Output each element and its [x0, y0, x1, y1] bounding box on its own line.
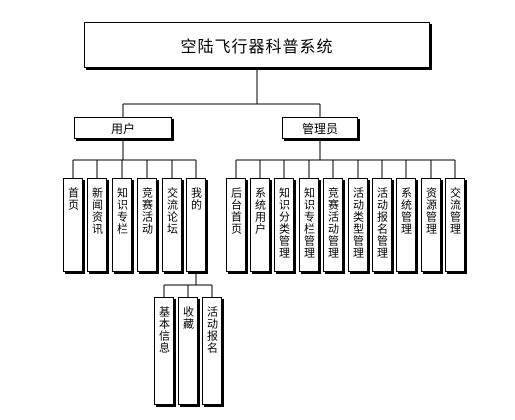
- mine-item-favorites: 收藏: [178, 297, 198, 405]
- admin-item-label: 系统用户: [253, 187, 267, 235]
- root-node-label: 空陆飞行器科普系统: [180, 37, 334, 56]
- admin-item-label: 活动报名管理: [375, 187, 389, 259]
- admin-item-resources: 资源管理: [421, 178, 441, 272]
- admin-item-dashboard: 后台首页: [226, 178, 246, 272]
- user-item-news: 新闻资讯: [87, 178, 107, 272]
- root-node: 空陆飞行器科普系统: [84, 22, 430, 68]
- admin-node: 管理员: [282, 117, 358, 139]
- admin-item-label: 系统管理: [399, 187, 413, 235]
- admin-item-knowledge-column: 知识专栏管理: [299, 178, 319, 272]
- user-node-label: 用户: [110, 121, 135, 136]
- user-item-label: 竞赛活动: [140, 187, 154, 235]
- admin-item-label: 知识专栏管理: [302, 187, 316, 259]
- admin-item-label: 后台首页: [229, 187, 243, 235]
- mine-item-activity-signup: 活动报名: [202, 297, 222, 405]
- mine-item-label: 基本信息: [157, 306, 171, 354]
- user-item-forum: 交流论坛: [162, 178, 182, 272]
- admin-item-activity-type: 活动类型管理: [348, 178, 368, 272]
- user-item-mine: 我的: [186, 178, 206, 272]
- admin-item-competition: 竞赛活动管理: [323, 178, 343, 272]
- user-item-label: 交流论坛: [165, 187, 179, 235]
- admin-item-communication: 交流管理: [445, 178, 465, 272]
- admin-item-label: 知识分类管理: [277, 187, 291, 259]
- user-item-label: 新闻资讯: [90, 187, 104, 235]
- user-item-home: 首页: [63, 178, 83, 272]
- admin-item-label: 资源管理: [424, 187, 438, 235]
- admin-item-label: 交流管理: [448, 187, 462, 235]
- admin-node-label: 管理员: [301, 121, 338, 136]
- mine-item-label: 活动报名: [205, 306, 219, 354]
- admin-item-label: 活动类型管理: [351, 187, 365, 259]
- user-item-label: 知识专栏: [115, 187, 129, 235]
- admin-item-activity-signup: 活动报名管理: [372, 178, 392, 272]
- user-item-competition: 竞赛活动: [137, 178, 157, 272]
- admin-item-system: 系统管理: [396, 178, 416, 272]
- user-node: 用户: [74, 117, 172, 139]
- admin-item-system-users: 系统用户: [250, 178, 270, 272]
- user-item-label: 首页: [66, 187, 80, 211]
- admin-item-label: 竞赛活动管理: [326, 187, 340, 259]
- admin-item-knowledge-category: 知识分类管理: [274, 178, 294, 272]
- mine-item-label: 收藏: [181, 306, 195, 330]
- user-item-label: 我的: [189, 187, 203, 211]
- mine-item-profile: 基本信息: [154, 297, 174, 405]
- user-item-knowledge: 知识专栏: [112, 178, 132, 272]
